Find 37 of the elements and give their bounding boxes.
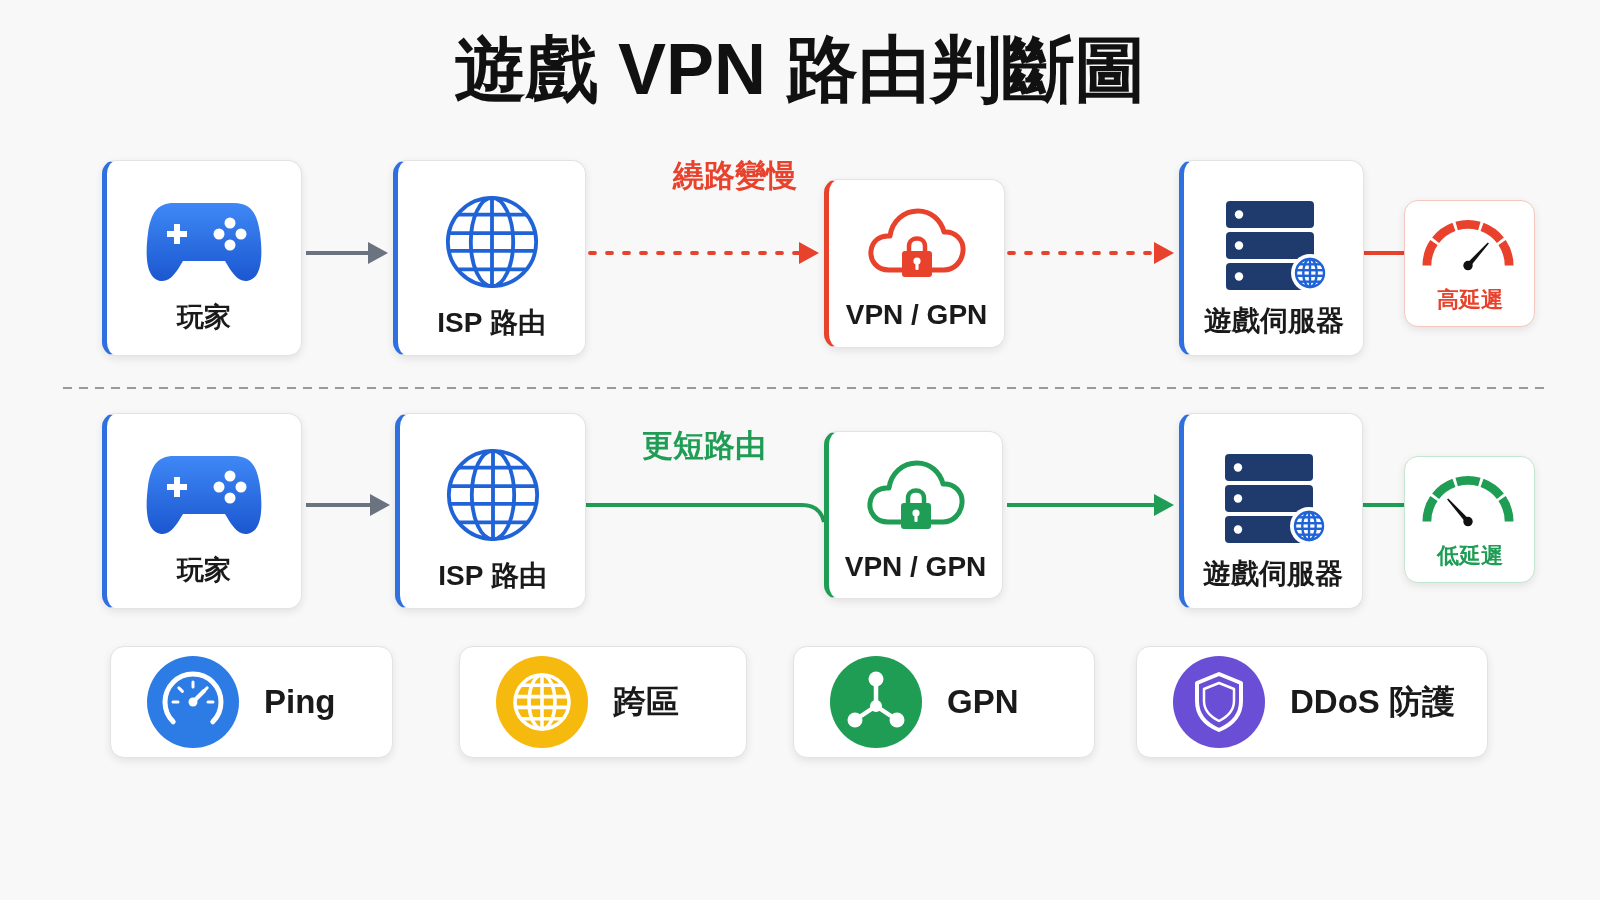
card-label: 高延遲 — [1436, 287, 1503, 313]
latency-card — [1404, 200, 1535, 327]
card-label: 跨區 — [613, 683, 679, 721]
card-label: 玩家 — [177, 302, 231, 334]
player-card — [102, 413, 302, 609]
vpn-card — [824, 179, 1005, 348]
card-label: DDoS 防護 — [1290, 683, 1455, 721]
feature-card — [1136, 646, 1488, 758]
router-card — [393, 160, 586, 356]
title: 遊戲 VPN 路由判斷圖 — [453, 27, 1147, 111]
card-label: GPN — [947, 683, 1019, 721]
vpn-card — [824, 431, 1003, 599]
router-card — [395, 413, 586, 609]
feature-card — [793, 646, 1095, 758]
card-label: Ping — [264, 683, 336, 721]
server-card — [1179, 413, 1363, 609]
card-label: ISP 路由 — [437, 306, 546, 340]
card-label: 低延遲 — [1436, 543, 1503, 569]
connector-line — [1364, 251, 1404, 255]
feature-card — [110, 646, 393, 758]
arrow — [1007, 494, 1174, 516]
arrow — [306, 242, 388, 264]
feature-card — [459, 646, 747, 758]
dotted-arrow — [1007, 242, 1174, 264]
card-label: VPN / GPN — [845, 298, 988, 332]
card-label: VPN / GPN — [844, 550, 987, 584]
connector-line — [586, 503, 826, 523]
card-label: ISP 路由 — [438, 559, 547, 593]
card-label: 遊戲伺服器 — [1203, 304, 1344, 338]
card-label: 玩家 — [177, 555, 231, 587]
latency-card — [1404, 456, 1535, 583]
arrow — [306, 494, 390, 516]
card-label: 遊戲伺服器 — [1203, 557, 1343, 591]
dotted-arrow — [588, 242, 819, 264]
player-card — [102, 160, 302, 356]
connector-line — [1363, 503, 1404, 507]
server-card — [1179, 160, 1364, 356]
